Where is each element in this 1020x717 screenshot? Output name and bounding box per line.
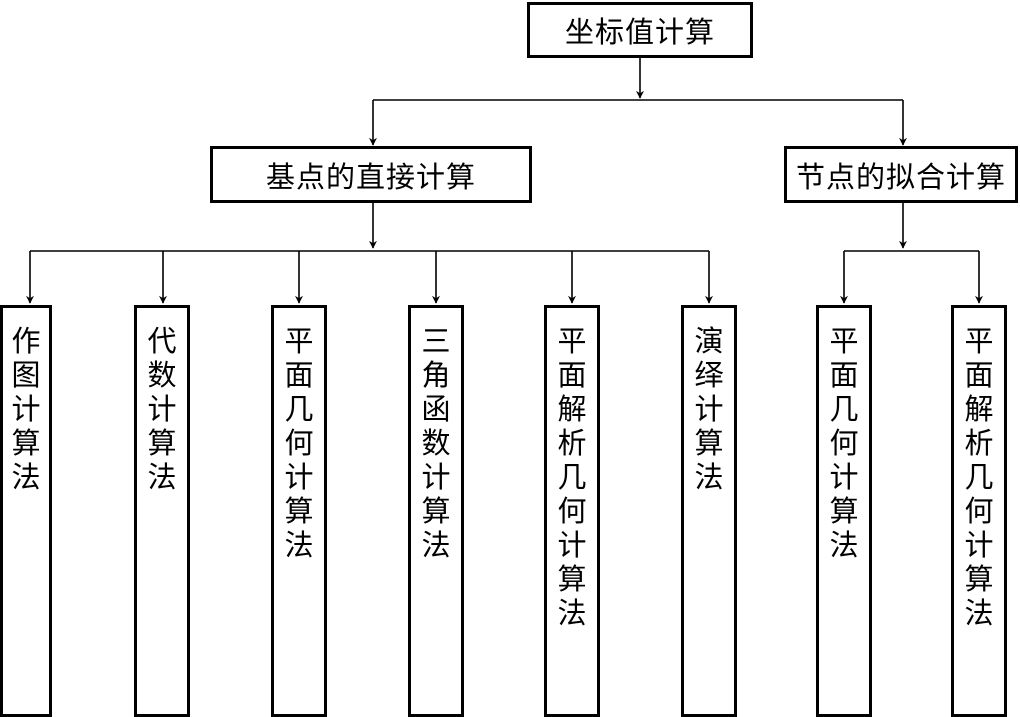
- leaf-node-analytic-geometry: 平面解析几何计算法: [544, 305, 600, 717]
- leaf-label: 平面几何计算法: [829, 324, 859, 562]
- leaf-label: 代数计算法: [147, 324, 177, 494]
- branch-label: 节点的拟合计算: [795, 159, 1006, 194]
- leaf-label: 演绎计算法: [694, 324, 724, 494]
- leaf-node-plane-geometry-fit: 平面几何计算法: [816, 305, 872, 717]
- leaf-label: 平面几何计算法: [284, 324, 314, 562]
- leaf-node-trigonometric: 三角函数计算法: [408, 305, 464, 717]
- leaf-node-graphical: 作图计算法: [0, 305, 52, 717]
- leaf-node-algebraic: 代数计算法: [134, 305, 190, 717]
- leaf-label: 作图计算法: [11, 324, 41, 494]
- branch-label: 基点的直接计算: [265, 159, 476, 194]
- leaf-label: 平面解析几何计算法: [557, 324, 587, 630]
- leaf-node-deductive: 演绎计算法: [681, 305, 737, 717]
- root-node: 坐标值计算: [527, 2, 753, 58]
- leaf-label: 三角函数计算法: [421, 324, 451, 562]
- leaf-node-plane-geometry: 平面几何计算法: [271, 305, 327, 717]
- leaf-node-analytic-geometry-fit: 平面解析几何计算法: [951, 305, 1007, 717]
- branch-node-basepoint-direct: 基点的直接计算: [210, 146, 532, 203]
- root-label: 坐标值计算: [564, 15, 715, 49]
- branch-node-node-fitting: 节点的拟合计算: [784, 146, 1018, 203]
- leaf-label: 平面解析几何计算法: [964, 324, 994, 630]
